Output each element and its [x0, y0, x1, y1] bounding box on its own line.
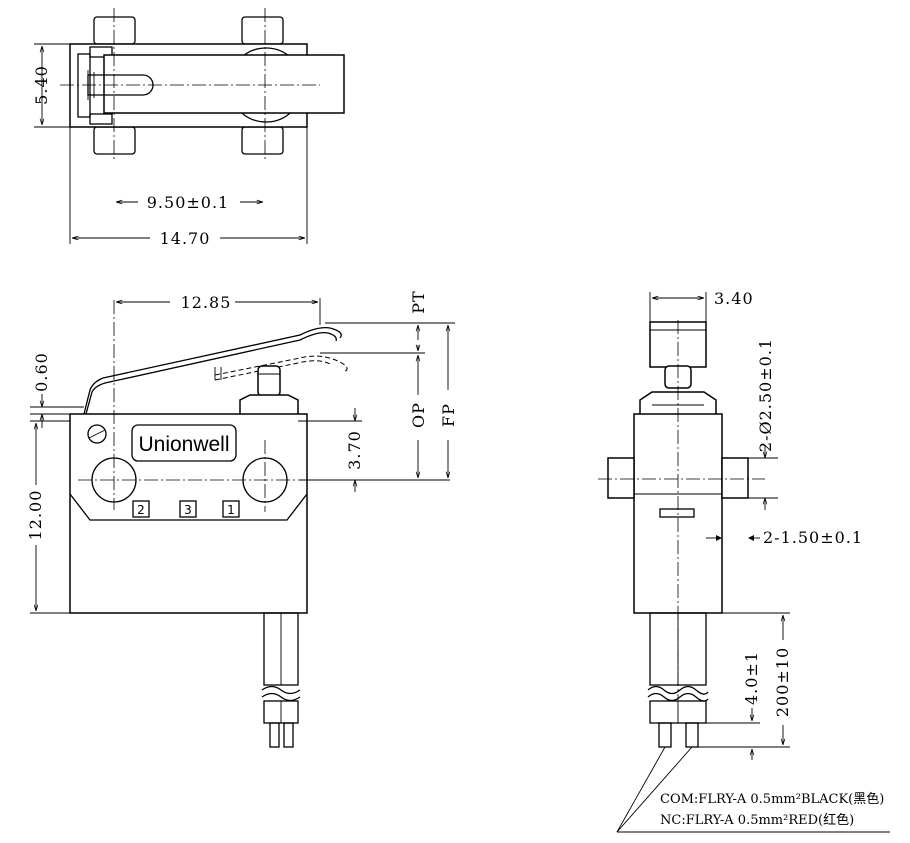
- com-wire-note: COM:FLRY-A 0.5mm²BLACK(黑色): [660, 791, 884, 807]
- dim-boss-diameter: 2-Ø2.50±0.1: [756, 338, 775, 452]
- dim-top-height: 5.40: [32, 65, 51, 105]
- label-op: OP: [409, 402, 428, 428]
- dim-total-length: 14.70: [160, 229, 211, 248]
- pin-label-2: 2: [137, 503, 145, 517]
- dim-body-height: 12.00: [26, 490, 45, 541]
- dim-lever-length: 12.85: [181, 293, 232, 312]
- nc-wire-note: NC:FLRY-A 0.5mm²RED(红色): [660, 812, 854, 828]
- dim-lever-offset: 0.60: [32, 352, 51, 392]
- side-view: 3.40 2-Ø2.50±0.1 2-1.50±0.1 4.0±1 200±10…: [598, 289, 890, 833]
- brand-label: Unionwell: [138, 433, 229, 456]
- dim-lead-length: 200±10: [773, 647, 792, 717]
- pin-label-3: 3: [184, 503, 192, 517]
- label-fp: FP: [439, 403, 458, 427]
- top-view: 5.40 9.50±0.1 14.70: [32, 8, 345, 248]
- dim-terminal-pitch: 9.50±0.1: [147, 193, 229, 212]
- pin-label-1: 1: [227, 503, 235, 517]
- front-view: Unionwell 2 3 1 12.85 0.60 12.00: [26, 290, 458, 748]
- dim-boss-length: 2-1.50±0.1: [763, 528, 863, 547]
- dim-strip-length: 4.0±1: [742, 651, 761, 705]
- dim-hole-height: 3.70: [345, 430, 364, 470]
- label-pt: PT: [409, 290, 428, 313]
- dim-roller-width: 3.40: [714, 289, 754, 308]
